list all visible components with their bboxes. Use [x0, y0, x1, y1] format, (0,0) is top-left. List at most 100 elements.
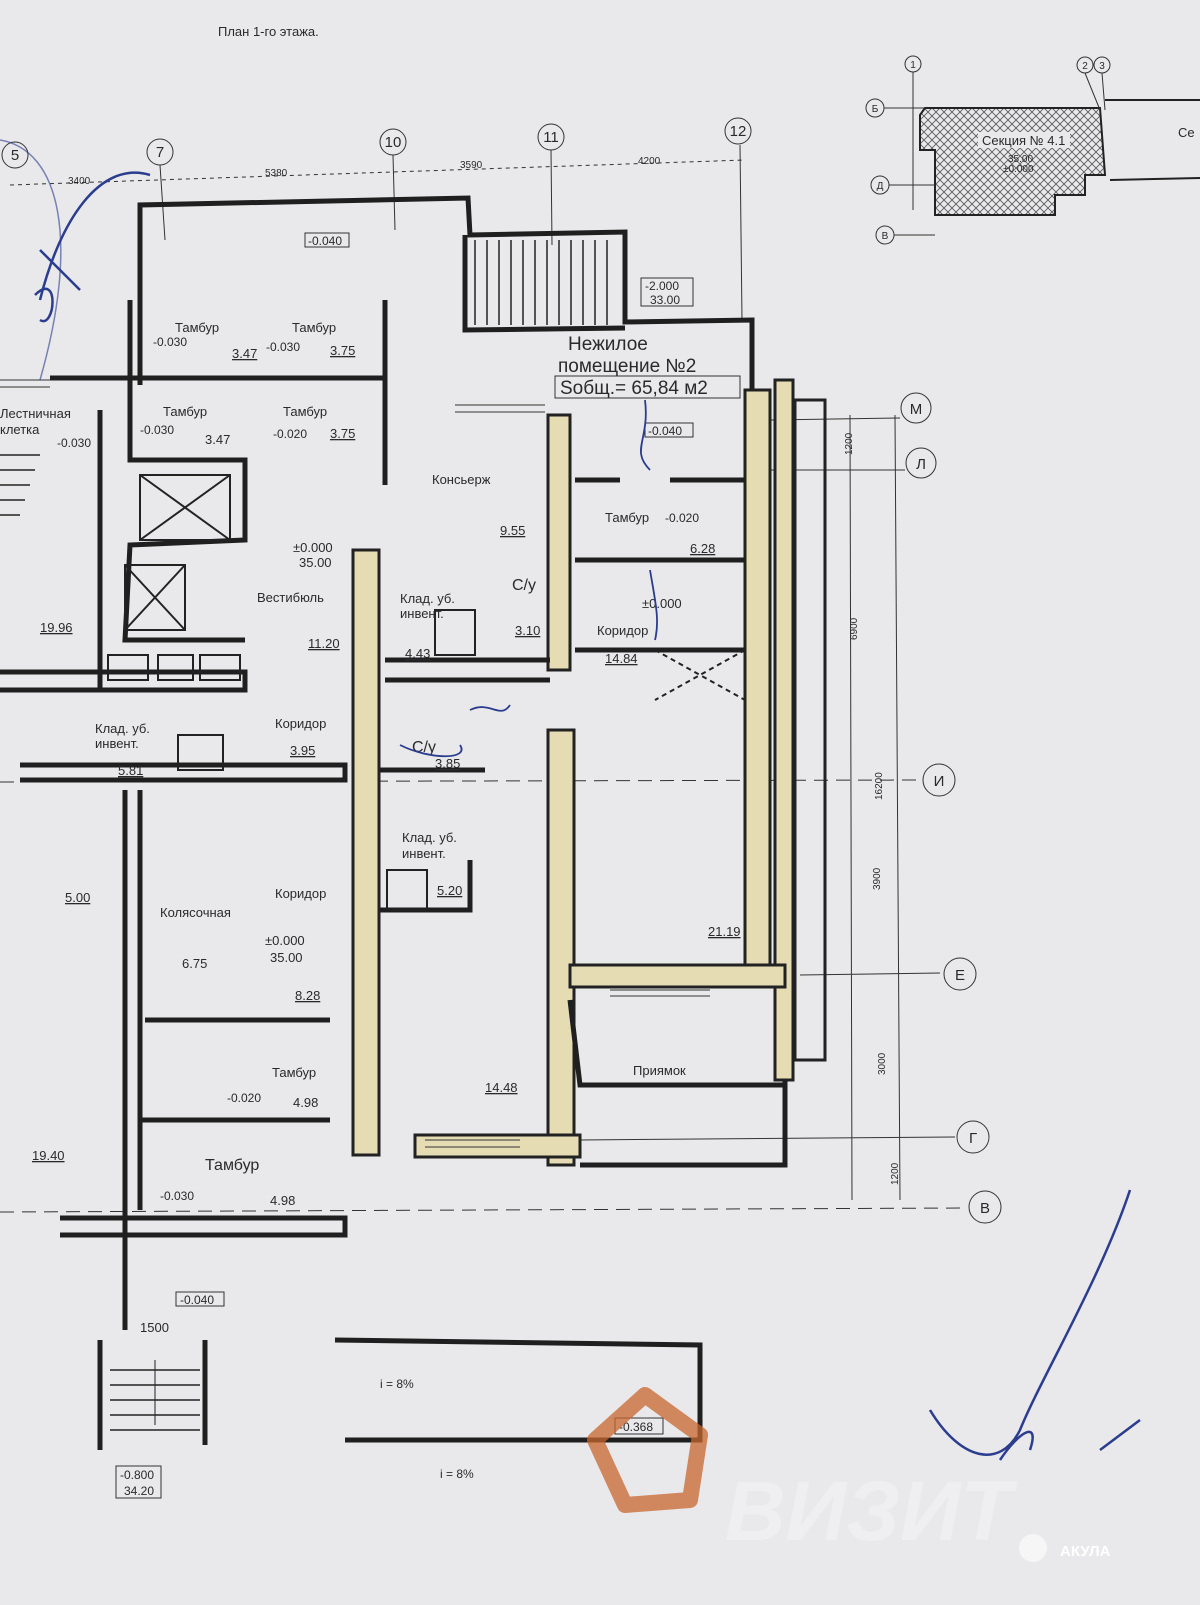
room-name: Клад. уб.: [402, 830, 457, 845]
key-plan-inset: Секция № 4.1 Се 35.00 ±0.000 1 2 3 Б Д В: [865, 55, 1200, 245]
axis-label: Л: [916, 456, 926, 473]
room-area: 3.10: [515, 623, 540, 638]
room-area: 11.20: [308, 636, 340, 651]
level-mark: -0.040: [648, 424, 682, 438]
level-mark: -0.040: [180, 1293, 214, 1307]
room-name: Вестибюль: [257, 590, 324, 605]
level-mark: -0.368: [619, 1420, 653, 1434]
room-name: Тамбур: [205, 1157, 259, 1174]
room-level: -0.030: [57, 436, 91, 450]
room-name: инвент.: [402, 846, 446, 861]
room-name: клетка: [0, 422, 40, 437]
room-level: -0.030: [266, 340, 300, 354]
dimensions-right: 1200 6900 16200 3900 3000 1200: [844, 432, 901, 1185]
room-level: ±0.000: [293, 540, 333, 555]
commercial-title: помещение №2: [558, 356, 696, 377]
room-level: -0.020: [227, 1091, 261, 1105]
walls: [0, 195, 788, 1450]
partner-name: АКУЛА: [1060, 1543, 1111, 1560]
axis-bubbles-top: 5 7 10 11 12: [1, 117, 752, 169]
inset-section-label: Секция № 4.1: [982, 133, 1065, 148]
room: Коридор 3.95: [275, 716, 326, 758]
room-name: Тамбур: [175, 320, 219, 335]
room-area: 14.84: [605, 651, 638, 666]
axis-label: 7: [156, 144, 164, 161]
room-name: Тамбур: [283, 404, 327, 419]
room-area: 3.47: [232, 346, 257, 361]
partner-logo: АКУЛА: [1019, 1534, 1111, 1562]
room-area: 3.85: [435, 756, 460, 771]
room: 19.40: [32, 1148, 65, 1163]
inset-level: ±0.000: [1003, 164, 1034, 175]
dim-label: 1200: [844, 432, 855, 455]
room-area: 3.47: [205, 432, 230, 447]
bearing-walls: [351, 378, 827, 1167]
room-area: 5.20: [437, 883, 462, 898]
room-name: Лестничная: [0, 406, 71, 421]
room: Клад. уб.инвент. 5.20: [402, 830, 462, 898]
level-mark: -0.800: [120, 1468, 154, 1482]
handwritten-signature: [0, 139, 1141, 1461]
room-level: -0.020: [665, 511, 699, 525]
room-name: инвент.: [400, 606, 444, 621]
axis-label: М: [910, 401, 923, 418]
dim-label: 1200: [890, 1162, 901, 1185]
room-area: 6.28: [690, 541, 715, 556]
dim-label: 3400: [68, 176, 91, 187]
room: 21.19: [708, 924, 741, 939]
room-name: Коридор: [597, 623, 648, 638]
inset-axis: 2: [1082, 61, 1088, 72]
axis-bubbles-right: М Л И Е Г В: [900, 392, 1002, 1224]
watermark-brand: ВИЗИТ: [725, 1464, 1018, 1558]
room-name: Тамбур: [605, 510, 649, 525]
room-name: Тамбур: [292, 320, 336, 335]
room-area: 19.40: [32, 1148, 65, 1163]
room-name: инвент.: [95, 736, 139, 751]
dimensions-top: 3400 5380 3590 4200: [68, 156, 661, 187]
axis-label: И: [934, 773, 945, 790]
room-name: Коридор: [275, 716, 326, 731]
room: Тамбур -0.020 4.98: [227, 1065, 318, 1110]
room-level: ±0.000: [642, 596, 682, 611]
room-name: Клад. уб.: [95, 721, 150, 736]
axis-label: Г: [969, 1130, 977, 1147]
axis-label: 11: [543, 129, 559, 146]
room-name: Консьерж: [432, 472, 491, 487]
room-area: 5.81: [118, 763, 143, 778]
commercial-area: Sобщ.= 65,84 м2: [560, 378, 708, 399]
room-area: 3.95: [290, 743, 315, 758]
room-name: Тамбур: [272, 1065, 316, 1080]
room: Приямок: [633, 1063, 686, 1078]
room-area: 5.00: [65, 890, 90, 905]
room-level: ±0.000: [265, 933, 305, 948]
level-mark: -2.000: [645, 279, 679, 293]
room-area: 4.98: [293, 1095, 318, 1110]
axis-label: Е: [955, 967, 965, 984]
room: Клад. уб.инвент. 5.81: [95, 721, 150, 778]
room-name: Тамбур: [163, 404, 207, 419]
windows: [0, 379, 710, 1148]
commercial-premises-label: Нежилое помещение №2 Sобщ.= 65,84 м2: [554, 334, 741, 399]
dim-label: 3590: [460, 160, 483, 171]
commercial-title: Нежилое: [568, 334, 648, 355]
slope-label: i = 8%: [440, 1467, 474, 1481]
watermark-logo: ВИЗИТ: [587, 1387, 1018, 1558]
room-area: 3.75: [330, 426, 355, 441]
room: 5.00: [65, 890, 90, 905]
room: С/у3.10: [512, 577, 540, 638]
room: 14.48: [485, 1080, 518, 1095]
room-elev: 35.00: [270, 950, 303, 965]
room-name: Приямок: [633, 1063, 686, 1078]
inset-axis: Д: [877, 181, 884, 192]
room-name: Коридор: [275, 886, 326, 901]
room-level: -0.030: [160, 1189, 194, 1203]
